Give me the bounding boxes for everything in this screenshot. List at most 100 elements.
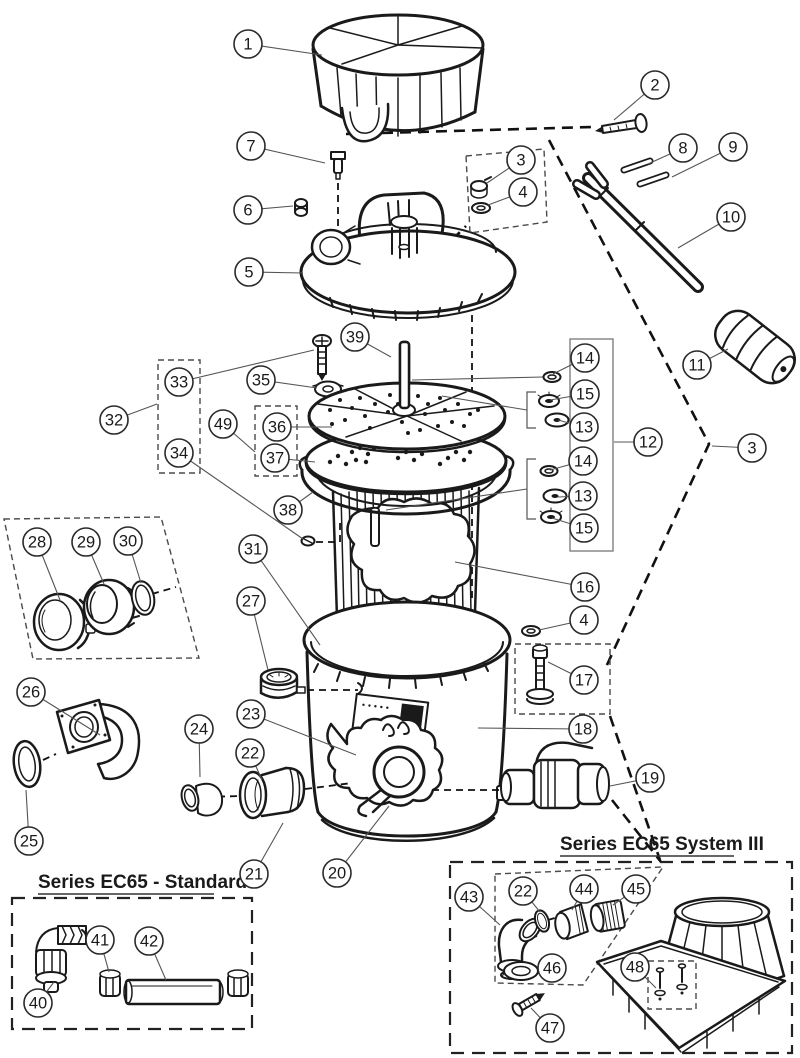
svg-text:14: 14 xyxy=(574,453,592,471)
callout-26: 26 xyxy=(16,677,46,707)
leader-line-16 xyxy=(454,561,586,588)
valve-art xyxy=(432,741,610,810)
callout-1: 1 xyxy=(233,29,263,59)
callout-38: 38 xyxy=(273,495,303,525)
svg-text:21: 21 xyxy=(245,866,263,884)
leader-line-33 xyxy=(178,349,315,383)
svg-text:28: 28 xyxy=(28,534,46,552)
callout-24: 24 xyxy=(184,714,214,744)
callout-49: 49 xyxy=(208,409,238,439)
svg-text:45: 45 xyxy=(627,881,645,899)
callout-47: 47 xyxy=(535,1013,565,1043)
callout-17: 17 xyxy=(569,665,599,695)
callout-15: 15 xyxy=(569,513,599,543)
svg-text:14: 14 xyxy=(576,350,594,368)
callout-44: 44 xyxy=(569,874,599,904)
svg-text:17: 17 xyxy=(575,672,593,690)
bolt-17-art xyxy=(514,625,611,715)
callout-43: 43 xyxy=(454,882,484,912)
svg-text:26: 26 xyxy=(22,684,40,702)
svg-text:33: 33 xyxy=(170,374,188,392)
svg-text:2: 2 xyxy=(650,77,659,95)
svg-text:13: 13 xyxy=(574,488,592,506)
svg-text:43: 43 xyxy=(460,889,478,907)
svg-text:25: 25 xyxy=(20,833,38,851)
standard-section-art xyxy=(10,896,254,1031)
svg-text:29: 29 xyxy=(77,534,95,552)
callout-45: 45 xyxy=(621,874,651,904)
grid-plate-art xyxy=(307,340,507,454)
svg-text:36: 36 xyxy=(268,419,286,437)
callout-33: 33 xyxy=(164,367,194,397)
svg-text:18: 18 xyxy=(574,721,592,739)
wrench-art xyxy=(572,161,704,293)
wall-fitting-art xyxy=(12,698,141,789)
callout-2: 2 xyxy=(640,70,670,100)
sight-glass-box-art xyxy=(3,516,200,660)
svg-text:3: 3 xyxy=(516,152,525,170)
svg-text:9: 9 xyxy=(728,139,737,157)
svg-text:12: 12 xyxy=(639,434,657,452)
svg-text:42: 42 xyxy=(140,933,158,951)
svg-text:48: 48 xyxy=(626,959,644,977)
callout-12: 12 xyxy=(633,427,663,457)
adapter-11-art xyxy=(713,309,797,385)
callout-13: 13 xyxy=(568,481,598,511)
svg-text:7: 7 xyxy=(246,138,255,156)
tank-art xyxy=(302,600,512,842)
callout-22: 22 xyxy=(235,738,265,768)
hardware-column-art xyxy=(385,338,614,552)
svg-text:6: 6 xyxy=(243,202,252,220)
svg-text:16: 16 xyxy=(576,579,594,597)
svg-text:40: 40 xyxy=(29,995,47,1013)
callout-36: 36 xyxy=(262,412,292,442)
leader-line-34 xyxy=(178,452,304,540)
callout-14: 14 xyxy=(570,343,600,373)
callout-23: 23 xyxy=(236,699,266,729)
screw-2-art xyxy=(595,113,648,134)
bulkhead-fittings-art xyxy=(180,766,353,820)
svg-text:10: 10 xyxy=(722,209,740,227)
svg-text:30: 30 xyxy=(119,533,137,551)
svg-text:44: 44 xyxy=(575,881,593,899)
svg-text:22: 22 xyxy=(514,883,532,901)
callout-7: 7 xyxy=(236,131,266,161)
callout-4: 4 xyxy=(508,177,538,207)
svg-text:34: 34 xyxy=(170,445,188,463)
callout-3: 3 xyxy=(737,433,767,463)
callout-35: 35 xyxy=(246,365,276,395)
callout-4: 4 xyxy=(569,605,599,635)
leader-line-23 xyxy=(250,713,357,756)
svg-text:13: 13 xyxy=(575,419,593,437)
svg-text:1: 1 xyxy=(243,36,252,54)
svg-text:31: 31 xyxy=(244,541,262,559)
callout-10: 10 xyxy=(716,202,746,232)
callout-37: 37 xyxy=(260,443,290,473)
svg-text:27: 27 xyxy=(242,593,260,611)
svg-text:38: 38 xyxy=(279,502,297,520)
callout-11: 11 xyxy=(682,350,712,380)
svg-text:24: 24 xyxy=(190,721,208,739)
callout-9: 9 xyxy=(718,132,748,162)
stem-7-art xyxy=(330,151,346,180)
svg-text:46: 46 xyxy=(543,960,561,978)
svg-text:32: 32 xyxy=(105,412,123,430)
callout-29: 29 xyxy=(71,527,101,557)
svg-text:8: 8 xyxy=(678,140,687,158)
screw-33-washer-35-art xyxy=(312,334,344,398)
gauge-art xyxy=(259,667,363,699)
callout-25: 25 xyxy=(14,826,44,856)
system3-section-art xyxy=(448,860,794,1055)
callout-8: 8 xyxy=(668,133,698,163)
lid-art xyxy=(299,191,517,321)
nut-washer-box-art xyxy=(465,148,548,234)
hardware-boxes-art xyxy=(157,359,341,547)
callout-39: 39 xyxy=(340,322,370,352)
svg-text:41: 41 xyxy=(91,932,109,950)
callout-18: 18 xyxy=(568,714,598,744)
svg-text:23: 23 xyxy=(242,706,260,724)
callout-21: 21 xyxy=(239,859,269,889)
callout-48: 48 xyxy=(620,952,650,982)
